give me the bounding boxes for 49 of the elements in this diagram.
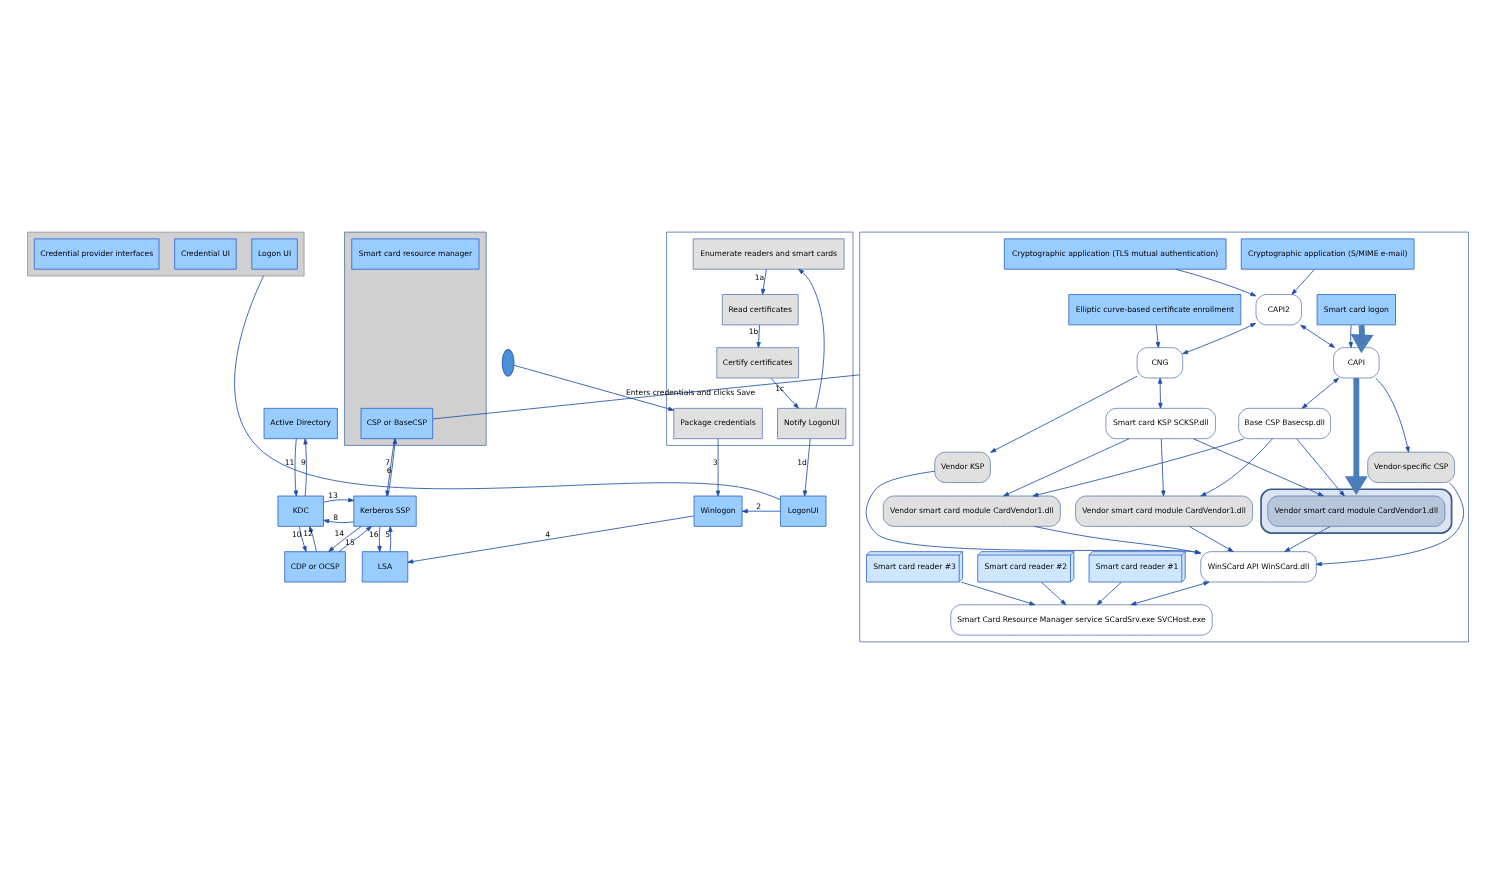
- arrow: [960, 580, 1036, 605]
- arrow: [715, 437, 721, 496]
- connector: [234, 274, 781, 500]
- arrow: [1188, 525, 1234, 551]
- arrow: [1033, 524, 1201, 554]
- arrow: [1296, 437, 1345, 496]
- arrow: [1175, 267, 1257, 296]
- node-person: [501, 347, 515, 376]
- arrow: [756, 323, 761, 347]
- arrow: [1344, 377, 1368, 494]
- arrow: [770, 376, 799, 408]
- arrow: [338, 525, 372, 551]
- arrow: [1291, 267, 1315, 294]
- arrow: [1284, 525, 1331, 551]
- arrow: [1193, 437, 1324, 496]
- arrow: [1315, 481, 1464, 566]
- arrow: [990, 374, 1138, 452]
- arrow: [1096, 580, 1122, 605]
- arrow: [1130, 580, 1210, 605]
- arrow: [1200, 437, 1273, 496]
- arrow: [798, 267, 825, 408]
- arrow: [1348, 323, 1353, 347]
- arrow: [741, 508, 781, 513]
- cluster: [27, 230, 305, 276]
- arrow: [1375, 376, 1410, 452]
- arrow: [293, 437, 299, 496]
- arrow: [513, 363, 675, 410]
- arrow: [1032, 437, 1245, 496]
- arrow: [323, 496, 355, 502]
- arrow: [388, 525, 393, 551]
- arrow: [1155, 323, 1161, 347]
- arrow: [1157, 376, 1163, 408]
- arrow: [1160, 437, 1166, 496]
- arrow: [299, 525, 307, 551]
- arrow: [1041, 580, 1067, 605]
- arrow: [1301, 376, 1340, 408]
- arrow: [865, 469, 1201, 554]
- arrow: [802, 437, 811, 496]
- arrow: [761, 267, 767, 294]
- cluster: [859, 230, 1469, 642]
- arrow: [323, 518, 355, 523]
- arrow: [1300, 323, 1335, 347]
- arrow: [328, 525, 362, 551]
- arrow: [377, 525, 382, 551]
- arrow: [303, 437, 308, 496]
- arrow: [1003, 437, 1130, 496]
- arrow: [1182, 321, 1257, 354]
- arrow: [407, 514, 695, 563]
- connector: [432, 373, 861, 419]
